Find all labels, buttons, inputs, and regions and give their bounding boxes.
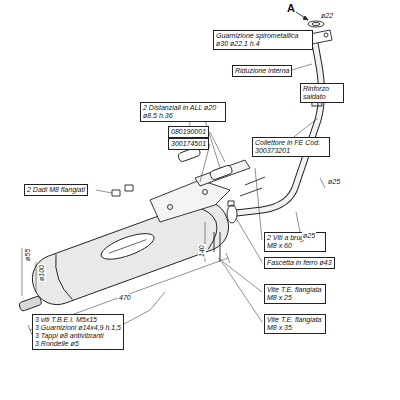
part-text: 080190001	[171, 128, 206, 136]
muffler	[7, 194, 236, 318]
dimension-label: 470	[118, 294, 132, 302]
part-label-box: 2 Viti a brugola M8 x 60	[264, 232, 326, 252]
part-label-box: 2 Dadi M8 flangiati	[24, 184, 88, 196]
part-label-box: 2 Distanziali in ALL ø20 ø8.5 h.36	[140, 102, 226, 122]
dimension-label: ø100	[38, 264, 46, 282]
dimension-label: 140	[198, 244, 206, 258]
part-text: 2 Distanziali in ALL ø20 ø8.5 h.36	[143, 104, 223, 120]
part-label-box: Fascetta in ferro ø43	[264, 257, 335, 269]
part-label-box: Rinforzo saldato	[300, 83, 344, 103]
part-label-box: 3 viti T.B.E.I. M5x153 Guarnizioni ø14x4…	[32, 314, 124, 350]
part-text: Collettore in FE Cod. 300373201	[255, 139, 327, 155]
part-text: Fascetta in ferro ø43	[267, 259, 332, 267]
part-text: Guarnizione spirometallica ø30 ø22.1 h.4	[216, 32, 310, 48]
part-label-box: Vite T.E. flangiata M8 x 25	[264, 284, 326, 304]
part-label-box: 300174501	[168, 138, 209, 150]
part-label-box: Guarnizione spirometallica ø30 ø22.1 h.4	[213, 30, 313, 50]
part-text: Vite T.E. flangiata M8 x 25	[267, 286, 323, 302]
part-text: 300174501	[171, 140, 206, 148]
part-text: Riduzione interna	[235, 67, 289, 75]
part-label-box: Vite T.E. flangiata M8 x 35	[264, 314, 326, 334]
dimension-label: ø25	[327, 178, 341, 186]
header-pipe	[228, 38, 322, 214]
part-text: Rinforzo saldato	[303, 85, 341, 101]
dimension-label: ø55	[24, 248, 32, 262]
part-text: Vite T.E. flangiata M8 x 35	[267, 316, 323, 332]
part-text: 3 Rondelle ø5	[35, 340, 121, 348]
part-label-box: Collettore in FE Cod. 300373201	[252, 137, 330, 157]
part-text: 2 Dadi M8 flangiati	[27, 186, 85, 194]
part-text: 3 viti T.B.E.I. M5x15	[35, 316, 121, 324]
dimension-label: ø25	[302, 232, 316, 240]
dimension-label: ø22	[320, 12, 334, 20]
part-text: 3 Guarnizioni ø14x4,9 h.1,5	[35, 324, 121, 332]
view-letter: A	[286, 2, 296, 14]
part-label-box: Riduzione interna	[232, 65, 292, 77]
part-text: 3 Tappi ø8 antivibranti	[35, 332, 121, 340]
part-label-box: 080190001	[168, 126, 209, 138]
